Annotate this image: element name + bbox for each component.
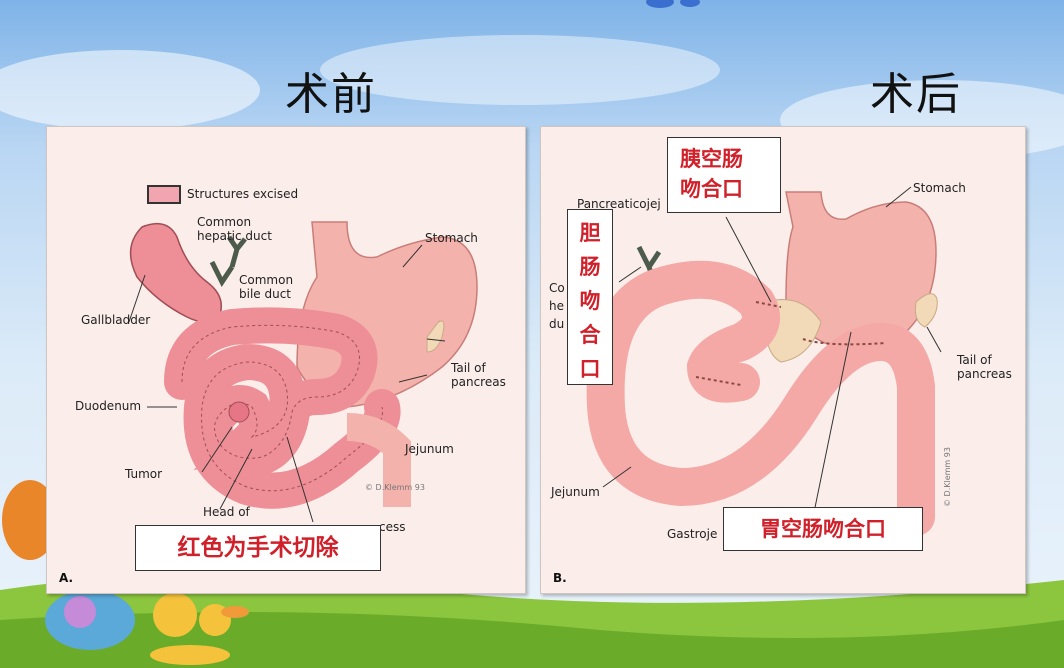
label-gallbladder: Gallbladder	[81, 313, 151, 327]
callout-excised-note: 红色为手术切除	[135, 525, 381, 571]
panel-letter-b: B.	[553, 571, 567, 585]
artist-signature: © D.Klemm 93	[365, 483, 425, 492]
label-jejunum: Jejunum	[551, 485, 600, 499]
heading-before-surgery: 术前	[285, 69, 377, 120]
label-common-bile-duct: Common bile duct	[239, 273, 294, 301]
label-tail-of-pancreas: Tail of pancreas	[957, 353, 1012, 381]
callout-pancreaticojejunal-anastomosis: 胰空肠 吻合口	[667, 137, 781, 213]
callout-biliary-anastomosis: 胆 肠 吻 合 口	[567, 209, 613, 385]
panel-after-surgery: Pancreaticojej Co he du Stomach Tail of …	[540, 126, 1026, 594]
label-stomach: Stomach	[425, 231, 478, 245]
label-gastrojejunostomy: Gastroje	[667, 527, 718, 541]
panel-letter-a: A.	[59, 571, 74, 585]
label-tumor: Tumor	[125, 467, 163, 481]
heading-after-surgery: 术后	[870, 69, 962, 120]
artist-signature: © D.Klemm 93	[943, 447, 952, 507]
label-stomach: Stomach	[913, 181, 966, 195]
panel-before-surgery: Structures excised Common hepatic duct C…	[46, 126, 526, 594]
callout-gastrojejunal-anastomosis: 胃空肠吻合口	[723, 507, 923, 551]
legend-excised-label: Structures excised	[187, 187, 299, 201]
label-common-hepatic-duct: Common hepatic duct	[197, 215, 272, 243]
label-process-fragment: cess	[379, 520, 406, 534]
anatomy-illustration-before	[128, 221, 478, 523]
label-head-of: Head of	[203, 505, 250, 519]
label-jejunum: Jejunum	[405, 442, 454, 456]
legend-excised-swatch	[147, 185, 181, 204]
label-common-hepatic-fragment: Co he du	[549, 281, 565, 331]
label-duodenum: Duodenum	[75, 399, 142, 413]
label-tail-of-pancreas: Tail of pancreas	[451, 361, 506, 389]
label-pancreaticojejunostomy: Pancreaticojej	[577, 197, 661, 211]
